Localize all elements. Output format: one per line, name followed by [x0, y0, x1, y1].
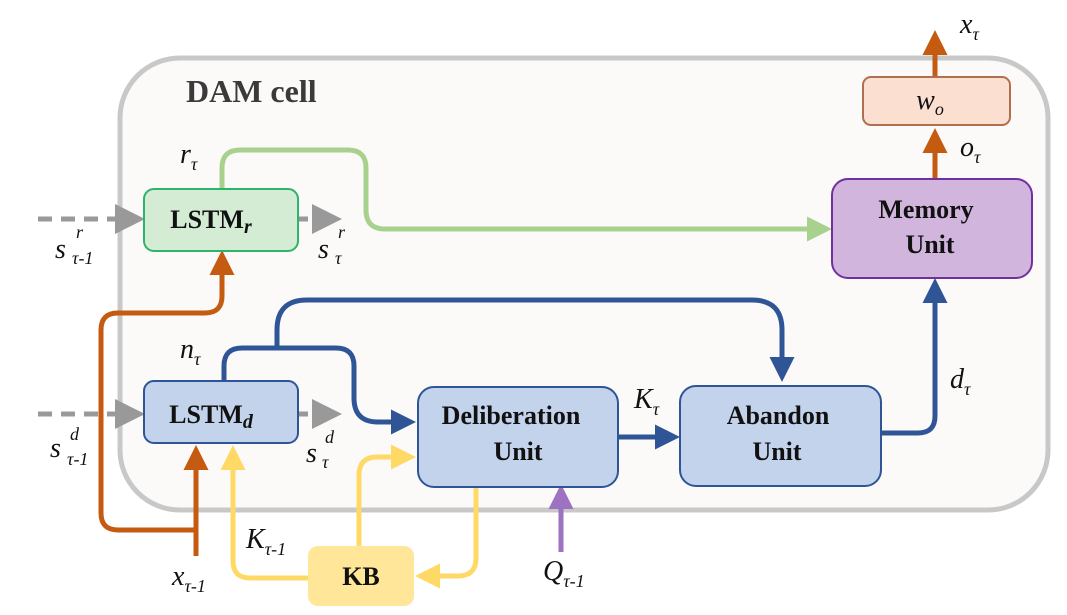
- label-s-r-prev: s r τ-1: [55, 222, 93, 268]
- node-memory-unit: Memory Unit: [831, 178, 1033, 279]
- svg-text:d: d: [325, 427, 335, 447]
- svg-text:r: r: [76, 222, 84, 242]
- label-x-prev: xτ-1: [171, 561, 206, 596]
- svg-text:d: d: [70, 424, 80, 444]
- label-o-tau: oτ: [960, 132, 981, 167]
- svg-text:τ: τ: [335, 248, 342, 268]
- node-wo: wo: [862, 76, 1011, 126]
- arrow-d-to-memory: [881, 278, 948, 436]
- arrow-r-to-memory: [219, 147, 832, 242]
- svg-text:s: s: [55, 234, 66, 265]
- svg-text:τ-1: τ-1: [72, 248, 93, 268]
- label-s-d-prev: s d τ-1: [50, 424, 88, 469]
- label-x-tau: xτ: [959, 9, 979, 44]
- svg-text:s: s: [50, 433, 61, 464]
- lstm-d-label: LSTM: [169, 400, 243, 429]
- label-q-prev: Qτ-1: [543, 556, 585, 591]
- svg-text:s: s: [306, 438, 317, 469]
- lstm-r-label: LSTM: [170, 205, 244, 234]
- arrow-n-to-deliberation: [221, 345, 416, 435]
- label-n-tau: nτ: [180, 334, 201, 369]
- deliberation-line2: Unit: [493, 437, 542, 466]
- svg-text:LSTMd: LSTMd: [169, 400, 254, 433]
- label-s-r-curr: s r τ: [318, 222, 346, 268]
- arrow-n-to-abandon: [274, 297, 795, 382]
- svg-text:r: r: [338, 222, 346, 242]
- lstm-d-sub: d: [243, 411, 254, 433]
- label-k-prev: Kτ-1: [245, 524, 286, 559]
- abandon-line2: Unit: [752, 437, 801, 466]
- svg-text:wo: wo: [916, 85, 944, 119]
- node-deliberation-unit: Deliberation Unit: [417, 386, 619, 488]
- node-abandon-unit: Abandon Unit: [679, 385, 882, 487]
- svg-text:τ: τ: [322, 452, 329, 472]
- wo-sub: o: [935, 99, 944, 119]
- label-s-d-curr: s d τ: [306, 427, 335, 472]
- node-lstm-r: LSTMr: [143, 188, 299, 252]
- node-kb: KB: [308, 546, 414, 606]
- arrow-x-prev-to-lstm-r: [98, 250, 235, 533]
- svg-text:τ-1: τ-1: [67, 449, 88, 469]
- memory-line1: Memory: [878, 195, 973, 224]
- arrow-deliberation-to-kb: [415, 488, 479, 589]
- label-r-tau: rτ: [180, 139, 198, 174]
- svg-text:LSTMr: LSTMr: [170, 205, 252, 238]
- lstm-r-sub: r: [244, 216, 252, 238]
- abandon-line1: Abandon: [727, 401, 830, 430]
- dam-cell-title: DAM cell: [186, 73, 317, 109]
- arrow-kb-to-lstm-d: [220, 445, 308, 581]
- node-lstm-d: LSTMd: [143, 380, 299, 444]
- memory-line2: Unit: [905, 230, 954, 259]
- wo-label: w: [916, 85, 935, 116]
- deliberation-line1: Deliberation: [442, 401, 581, 430]
- label-d-tau: dτ: [950, 364, 971, 399]
- svg-text:s: s: [318, 234, 329, 265]
- arrow-kb-to-deliberation: [356, 444, 416, 546]
- kb-label: KB: [342, 562, 380, 591]
- label-k-tau: Kτ: [633, 384, 660, 419]
